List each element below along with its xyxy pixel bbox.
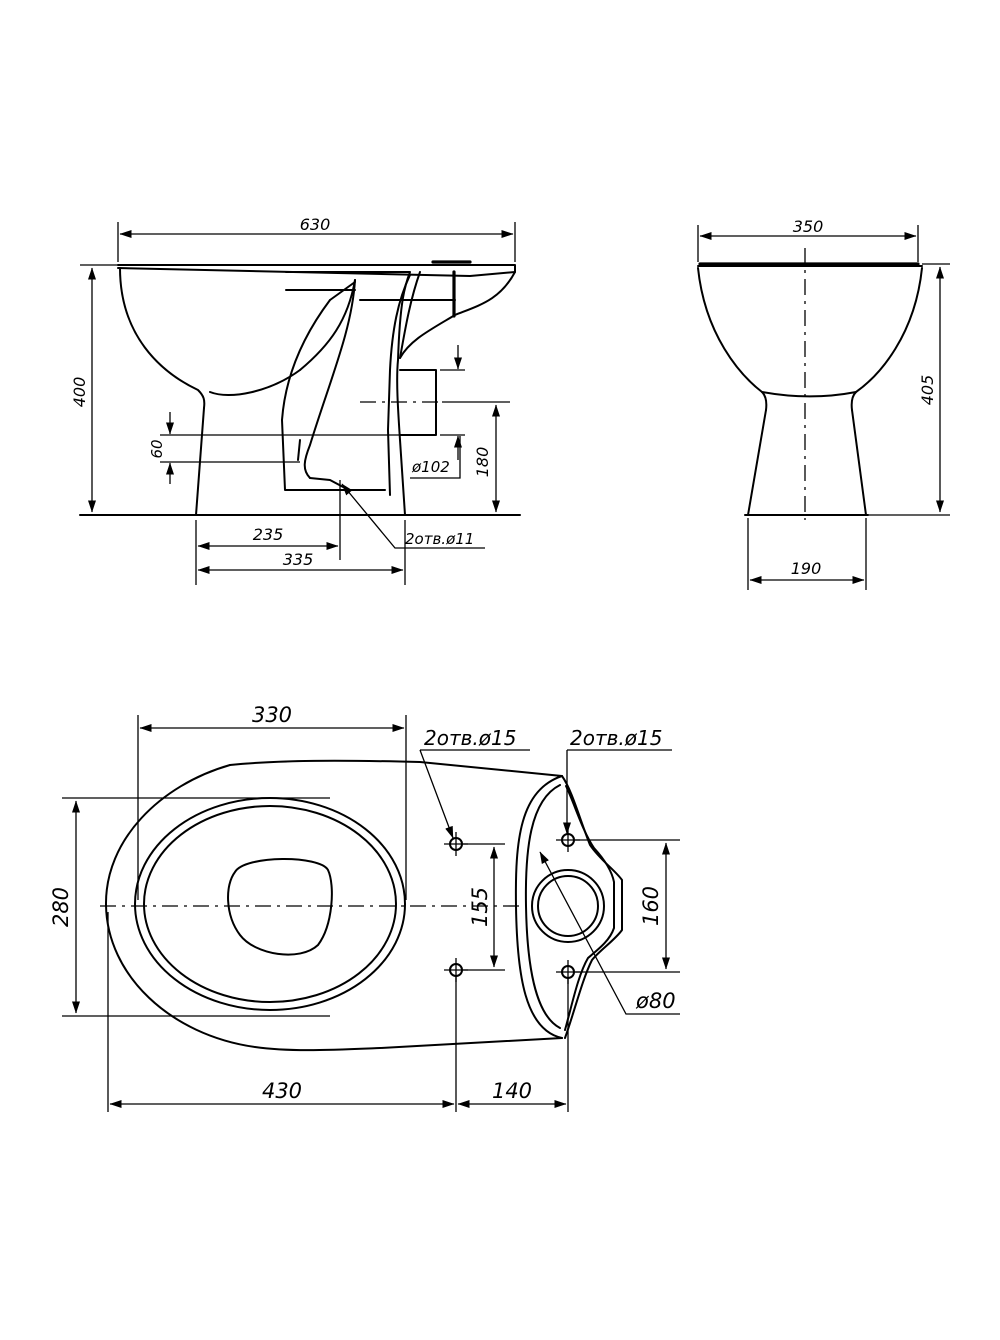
label-holes-right: 2отв.ø15 (570, 726, 662, 750)
front-view-dimensions: 350 405 190 (697, 217, 950, 590)
side-view-centerlines (339, 401, 442, 560)
dim-outlet-height: 180 (473, 447, 492, 478)
dim-front-width: 350 (793, 217, 824, 236)
dim-outlet-diameter: ø102 (411, 458, 450, 476)
front-view: 350 405 190 (697, 217, 950, 590)
dim-rear-offset: 140 (492, 1079, 532, 1103)
top-view-centerlines (100, 828, 580, 984)
side-view-outline (79, 260, 521, 516)
label-holes-left: 2отв.ø15 (424, 726, 516, 750)
dim-right-hole-spacing: 160 (639, 886, 663, 926)
dim-front-height: 405 (918, 375, 937, 406)
label-fixing-holes: 2отв.ø11 (405, 530, 474, 548)
dim-outlet-offset: 60 (148, 439, 166, 458)
side-view: 630 400 60 180 ø102 235 (70, 215, 521, 585)
dim-bowl-length: 330 (252, 703, 292, 727)
dim-side-width: 630 (300, 215, 331, 234)
dim-overall-front: 430 (262, 1079, 302, 1103)
dim-left-hole-spacing: 155 (468, 887, 492, 927)
dim-base-length: 335 (283, 550, 314, 569)
dim-fixing-distance: 235 (253, 525, 284, 544)
top-view-dimensions: 330 280 155 160 2отв.ø15 2отв.ø15 ø80 (49, 703, 680, 1112)
side-view-dimensions: 630 400 60 180 ø102 235 (70, 215, 516, 585)
front-view-outline (697, 262, 923, 516)
dim-side-height: 400 (70, 377, 89, 408)
dim-base-width: 190 (791, 559, 822, 578)
top-view: 330 280 155 160 2отв.ø15 2отв.ø15 ø80 (49, 703, 680, 1112)
top-view-outline (104, 759, 623, 1052)
dim-top-width: 280 (49, 887, 73, 927)
dim-outlet-top: ø80 (635, 989, 676, 1013)
